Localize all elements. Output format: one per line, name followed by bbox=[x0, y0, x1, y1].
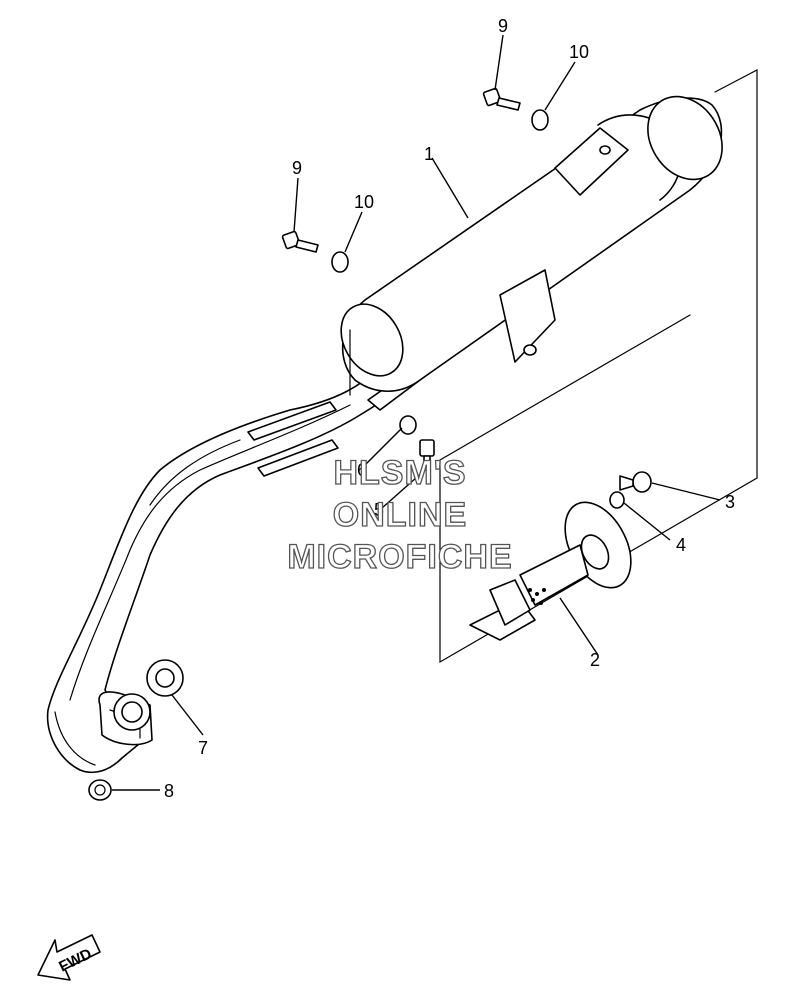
leader-lines bbox=[112, 34, 721, 791]
arrester-hole bbox=[535, 592, 539, 596]
detail-outline-inner bbox=[439, 314, 691, 461]
callout-3: 3 bbox=[725, 492, 735, 512]
callout-4: 4 bbox=[676, 535, 686, 555]
watermark-line-2: ONLINE bbox=[333, 496, 467, 534]
callout-9-lower: 9 bbox=[292, 158, 302, 178]
arrester-hole bbox=[539, 601, 543, 605]
arrester-hole bbox=[542, 588, 546, 592]
arrester-hole bbox=[531, 598, 535, 602]
washer-4 bbox=[609, 491, 625, 509]
callout-6: 6 bbox=[357, 460, 367, 480]
bolt-9-upper bbox=[482, 87, 521, 111]
watermark-line-3: MICROFICHE bbox=[287, 538, 512, 576]
gasket-7 bbox=[113, 659, 184, 731]
detail-outline bbox=[439, 69, 758, 664]
bolt-9-lower bbox=[281, 230, 319, 253]
bolt-5 bbox=[419, 439, 435, 471]
callout-1: 1 bbox=[424, 144, 434, 164]
washer-10-lower bbox=[331, 251, 349, 273]
washer-10-upper bbox=[531, 109, 549, 131]
fwd-arrow-icon: FWD bbox=[37, 934, 101, 981]
callout-9-upper: 9 bbox=[498, 16, 508, 36]
muffler bbox=[340, 95, 723, 396]
callout-10-lower: 10 bbox=[354, 192, 374, 212]
screw-3 bbox=[619, 471, 652, 493]
arrester-hole bbox=[528, 588, 532, 592]
nut-8 bbox=[88, 779, 112, 801]
callout-8: 8 bbox=[164, 781, 174, 801]
washer-6 bbox=[399, 415, 417, 435]
callout-7: 7 bbox=[198, 738, 208, 758]
callout-5: 5 bbox=[374, 500, 384, 520]
callout-10-upper: 10 bbox=[569, 42, 589, 62]
watermark: HLSM'S ONLINE MICROFICHE bbox=[287, 453, 513, 576]
spark-arrester bbox=[469, 501, 632, 641]
callout-2: 2 bbox=[590, 650, 600, 670]
watermark-line-1: HLSM'S bbox=[333, 454, 466, 492]
